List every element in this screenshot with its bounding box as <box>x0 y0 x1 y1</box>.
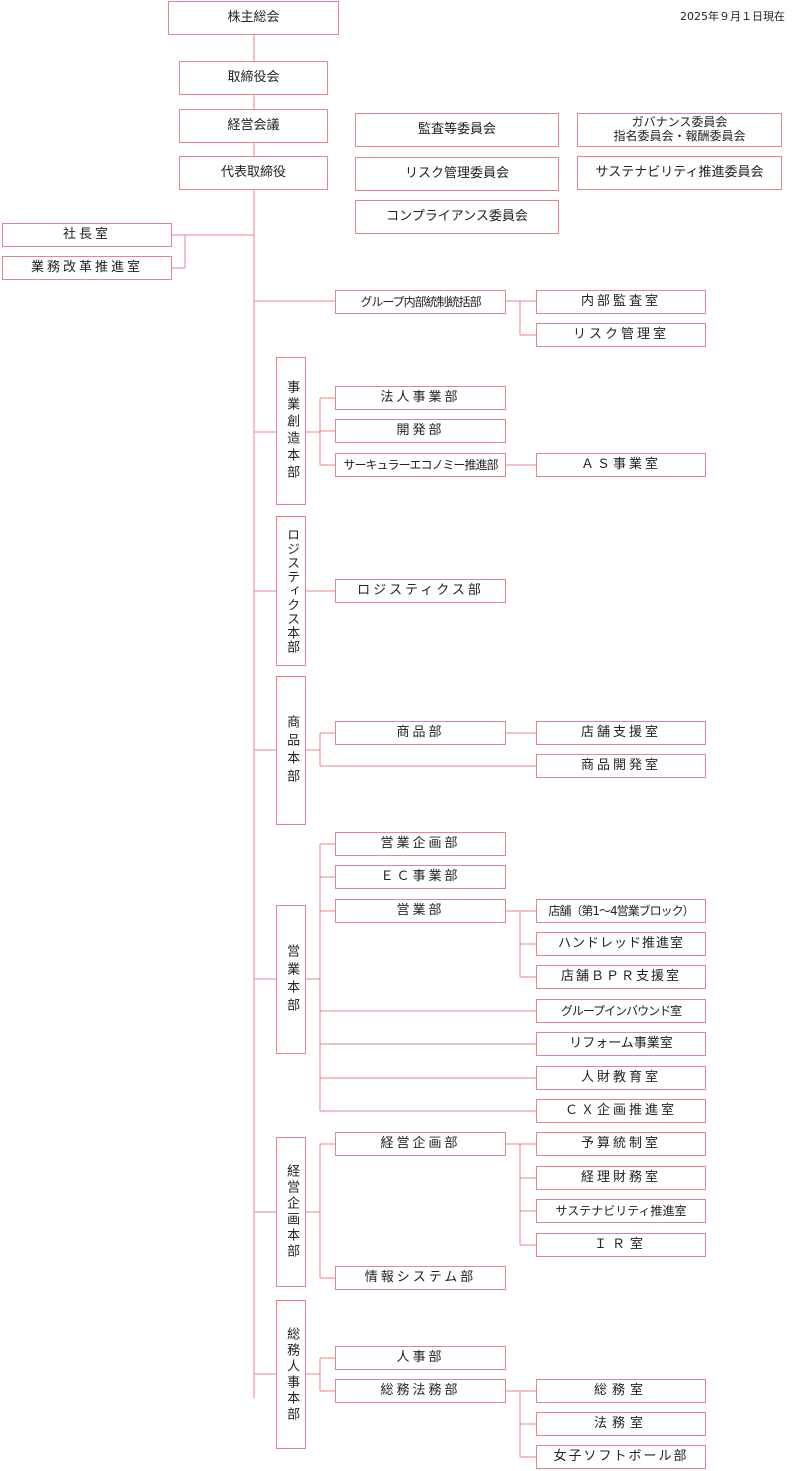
compliance-committee-box: コンプライアンス委員会 <box>355 200 559 234</box>
admin-hr-hq-box: 総務人事本部 <box>276 1300 306 1449</box>
reform-business-office-box: リフォーム事業室 <box>536 1032 706 1056</box>
hq-vertical-label: 総務人事本部 <box>284 1326 300 1423</box>
product-development-office-box: 商品開発室 <box>536 754 706 778</box>
risk-management-office-box: リスク管理室 <box>536 323 706 347</box>
hq-vertical-label: 事業創造本部 <box>284 380 300 482</box>
ir-office-box: ＩＲ室 <box>536 1233 706 1257</box>
general-affairs-office-box: 総務室 <box>536 1379 706 1403</box>
business-reform-office-box: 業務改革推進室 <box>2 256 172 280</box>
president-office-box: 社長室 <box>2 223 172 247</box>
circular-economy-dept-box: サーキュラーエコノミー推進部 <box>335 453 506 477</box>
cx-planning-office-box: ＣＸ企画推進室 <box>536 1099 706 1123</box>
as-of-date: 2025年９月１日現在 <box>680 10 785 23</box>
board-of-directors-box: 取締役会 <box>179 61 328 95</box>
representative-director-box: 代表取締役 <box>179 156 328 190</box>
hr-dept-box: 人事部 <box>335 1346 506 1370</box>
legal-office-box: 法務室 <box>536 1412 706 1436</box>
womens-softball-club-box: 女子ソフトボール部 <box>536 1445 706 1469</box>
hundred-promotion-office-box: ハンドレッド推進室 <box>536 932 706 956</box>
sales-dept-box: 営業部 <box>335 899 506 923</box>
corporate-planning-hq-box: 経営企画本部 <box>276 1137 306 1287</box>
group-internal-control-dept-box: グループ内部統制統括部 <box>335 290 506 314</box>
hq-vertical-label: ロジスティクス本部 <box>284 528 300 654</box>
accounting-finance-office-box: 経理財務室 <box>536 1166 706 1190</box>
stores-blocks-box: 店舗（第1～4営業ブロック） <box>536 899 706 923</box>
business-creation-hq-box: 事業創造本部 <box>276 357 306 505</box>
hq-vertical-label: 商品本部 <box>284 714 300 787</box>
merchandise-dept-box: 商品部 <box>335 721 506 745</box>
governance-committee-box: ガバナンス委員会 指名委員会・報酬委員会 <box>577 113 782 147</box>
general-legal-dept-box: 総務法務部 <box>335 1379 506 1403</box>
merchandise-hq-box: 商品本部 <box>276 676 306 825</box>
store-bpr-support-office-box: 店舗ＢＰＲ支援室 <box>536 965 706 989</box>
internal-audit-office-box: 内部監査室 <box>536 290 706 314</box>
group-inbound-office-box: グループインバウンド室 <box>536 999 706 1023</box>
sales-planning-dept-box: 営業企画部 <box>335 832 506 856</box>
logistics-hq-box: ロジスティクス本部 <box>276 516 306 666</box>
hq-vertical-label: 営業本部 <box>284 943 300 1016</box>
development-dept-box: 開発部 <box>335 419 506 443</box>
management-meeting-box: 経営会議 <box>179 109 328 143</box>
store-support-office-box: 店舗支援室 <box>536 721 706 745</box>
logistics-dept-box: ロジスティクス部 <box>335 579 506 603</box>
ec-business-dept-box: ＥＣ事業部 <box>335 865 506 889</box>
hq-vertical-label: 経営企画本部 <box>284 1164 300 1260</box>
sales-hq-box: 営業本部 <box>276 905 306 1054</box>
sustainability-office-box: サステナビリティ推進室 <box>536 1199 706 1223</box>
corporate-planning-dept-box: 経営企画部 <box>335 1132 506 1156</box>
information-systems-dept-box: 情報システム部 <box>335 1266 506 1290</box>
sustainability-committee-box: サステナビリティ推進委員会 <box>577 156 782 190</box>
risk-committee-box: リスク管理委員会 <box>355 157 559 191</box>
hr-education-office-box: 人財教育室 <box>536 1066 706 1090</box>
budget-control-office-box: 予算統制室 <box>536 1132 706 1156</box>
audit-committee-box: 監査等委員会 <box>355 113 559 147</box>
corporate-business-dept-box: 法人事業部 <box>335 386 506 410</box>
shareholders-meeting-box: 株主総会 <box>168 1 339 35</box>
as-business-office-box: ＡＳ事業室 <box>536 453 706 477</box>
